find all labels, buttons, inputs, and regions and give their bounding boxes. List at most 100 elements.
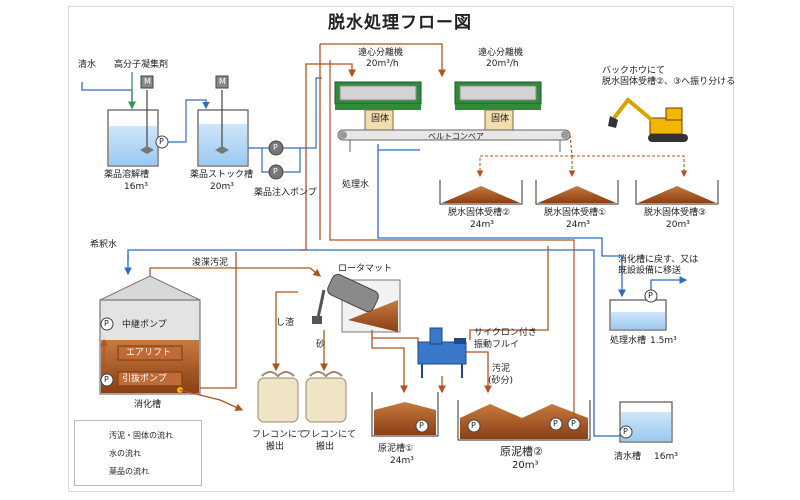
raw-tank-2-pump-b: P [553, 419, 558, 428]
rotamat [272, 273, 419, 394]
raw-sludge-tank-2 [457, 400, 591, 441]
raw-tank-1-volume: 24m³ [390, 456, 414, 466]
sludge-sand-line1: 汚泥 [492, 364, 511, 374]
sand-label: 砂 [316, 340, 326, 350]
sludge-sand-line2: (砂分) [488, 376, 514, 386]
rotamat-label: ロータマット [338, 264, 393, 274]
digestion-tank-name: 消化槽 [134, 400, 162, 410]
injection-pump-label: 薬品注入ポンプ [254, 188, 317, 198]
screenings-label: し渣 [276, 318, 295, 328]
raw-tank-1-name: 原泥槽① [378, 444, 414, 454]
treated-water-tank-name: 処理水槽 [610, 336, 647, 346]
draw-pump-label: 引抜ポンプ [122, 374, 167, 384]
injection-pump-1-label: P [273, 143, 278, 152]
treated-water-label: 処理水 [342, 180, 370, 190]
dissolving-motor-label: M [144, 77, 151, 86]
treated-water-pump-label: P [648, 291, 653, 300]
centrifuge-1-rate: 20m³/h [366, 59, 399, 69]
raw-tank-2-volume: 20m³ [512, 460, 539, 471]
receiver-2-volume: 24m³ [470, 220, 494, 230]
backhoe [608, 97, 688, 142]
return-note-line2: 既設設備に移送 [618, 266, 682, 276]
raw-tank-1-pump-p: P [419, 421, 424, 430]
stock-tank-name: 薬品ストック槽 [190, 170, 254, 180]
backhoe-note-line1: バックホウにて [602, 66, 666, 76]
dissolving-tank-name: 薬品溶解槽 [104, 170, 150, 180]
centrifuge-2 [454, 81, 542, 133]
legend: 汚泥・固体の流れ 水の流れ 薬品の流れ [74, 420, 202, 486]
legend-sludge: 汚泥・固体の流れ [109, 431, 173, 440]
clear-water-input-label: 清水 [78, 60, 97, 70]
raw-tank-2-name: 原泥槽② [500, 445, 543, 458]
dissolving-motor [140, 75, 154, 89]
flexible-container-1 [257, 371, 299, 423]
flexible-container-2 [305, 371, 347, 423]
dredge-sludge-label: 浚渫汚泥 [192, 258, 229, 268]
centrifuge-section [305, 43, 688, 298]
raw-sludge-tank-1 [371, 392, 439, 437]
receivers [439, 180, 719, 205]
receiver-2 [439, 180, 523, 205]
dissolving-pump-label: P [159, 137, 164, 146]
airlift-label: エアリフト [126, 348, 172, 358]
injection-pump-2-label: P [273, 167, 278, 176]
stock-tank [197, 109, 249, 167]
dilution-water-line [127, 249, 620, 437]
receiver-2-name: 脱水固体受槽② [448, 208, 511, 218]
chemical-section [81, 72, 322, 180]
dissolving-tank-volume: 16m³ [124, 182, 148, 192]
flexible-container-2-line1: フレコンにて [302, 430, 357, 440]
stock-tank-water [199, 124, 247, 165]
cyclone-screen [417, 246, 549, 394]
clear-water-line [81, 82, 136, 110]
receiver-1 [535, 180, 619, 205]
centrifuge-1-solids: 固体 [371, 114, 390, 124]
centrifuge-2-name: 遠心分離機 [478, 48, 524, 58]
clear-water-tank-name: 清水槽 [614, 452, 642, 462]
centrifuge-2-solids: 固体 [491, 114, 510, 124]
dissolving-impeller [140, 146, 154, 154]
dissolving-tank-water [109, 126, 157, 165]
treated-water-line [377, 144, 626, 298]
raw-tank-2-pump-c: P [571, 419, 576, 428]
receiver-1-volume: 24m³ [566, 220, 590, 230]
dilution-water-label: 希釈水 [90, 240, 118, 250]
clear-water-tank-volume: 16m³ [654, 452, 678, 462]
transfer-line [168, 99, 210, 143]
stock-motor [215, 75, 229, 89]
receiver-3-volume: 20m³ [666, 220, 690, 230]
flexible-container-2-line2: 搬出 [316, 442, 335, 452]
treated-water-tank [609, 276, 688, 331]
digestion-tank [99, 249, 322, 411]
draw-pump-p: P [104, 375, 109, 384]
raw-sludge-tanks [329, 60, 591, 441]
stock-tank-volume: 20m³ [210, 182, 234, 192]
belt-conveyor-label: ベルトコンベア [428, 132, 484, 141]
flexible-container-1-line2: 搬出 [266, 442, 285, 452]
centrifuge-2-rate: 20m³/h [486, 59, 519, 69]
cyclone-label-line2: 振動フルイ [474, 340, 520, 350]
centrifuge-1 [334, 81, 422, 133]
sludge-feed-line-2 [320, 43, 446, 78]
receiver-1-name: 脱水固体受槽① [544, 208, 607, 218]
cyclone-label-line1: サイクロン付き [474, 328, 537, 338]
flocculant-input-label: 高分子凝集剤 [114, 60, 169, 70]
sludge-feed-line-1 [305, 63, 356, 250]
centrifuge-1-name: 遠心分離機 [358, 48, 404, 58]
return-note-line1: 消化槽に戻す、又は [618, 255, 699, 265]
receiver-3 [635, 180, 719, 205]
backhoe-note-line2: 脱水固体受槽②、③へ振り分ける [602, 77, 736, 87]
legend-chemical: 薬品の流れ [109, 467, 149, 476]
treated-water-tank-volume: 1.5m³ [650, 336, 677, 346]
receiver-3-name: 脱水固体受槽③ [644, 208, 707, 218]
clear-water-pump-p: P [623, 427, 628, 436]
stock-impeller [215, 146, 229, 154]
page-title: 脱水処理フロー図 [328, 13, 472, 33]
relay-pump-label: 中継ポンプ [122, 320, 167, 330]
clear-water-tank [124, 249, 673, 443]
relay-pump-p: P [104, 319, 109, 328]
flexible-container-1-line1: フレコンにて [252, 430, 307, 440]
legend-water: 水の流れ [109, 449, 141, 458]
raw-tank-2-pump-a: P [471, 421, 476, 430]
